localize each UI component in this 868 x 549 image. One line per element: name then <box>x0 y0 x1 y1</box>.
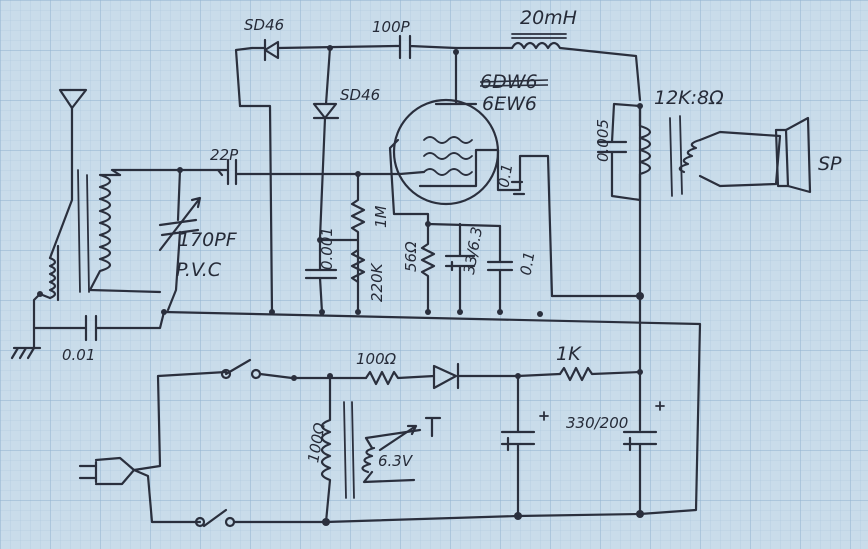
heater-label: 6.3V <box>378 452 414 470</box>
bypass-capacitor <box>486 224 514 314</box>
ground-capacitor <box>32 310 166 342</box>
choke-20mh <box>454 33 642 102</box>
g2-cap-label: 0.1 <box>494 162 516 189</box>
resistor-1k <box>558 366 642 382</box>
input-cap-label: 22P <box>210 146 239 164</box>
choke-label: 20mH <box>520 7 577 29</box>
filter-capacitor-2 <box>622 401 665 516</box>
tube-label: 6EW6 <box>482 93 537 115</box>
vcap-label: 170PF <box>178 229 238 251</box>
heater-pointer-arrow <box>378 424 418 452</box>
filter-cap-label: 330/200 <box>566 414 628 432</box>
power-switch <box>220 358 294 380</box>
ground-bus <box>162 310 702 516</box>
antenna-coil <box>32 244 60 327</box>
diode-top-label: SD46 <box>244 16 284 34</box>
resistor-1m <box>350 172 366 314</box>
cathode-capacitor <box>444 222 476 314</box>
input-capacitor <box>216 158 402 186</box>
r56-label: 56Ω <box>402 241 420 272</box>
diode-top <box>250 38 398 62</box>
wire-left-rail <box>238 104 274 314</box>
r1m-label: 1M <box>372 205 390 228</box>
tuning-coil <box>77 169 162 294</box>
resistor-100 <box>364 370 436 386</box>
filter-capacitor-1 <box>500 374 549 518</box>
vcap-type-label: P.V.C <box>176 259 222 281</box>
bypass-cap-label: 0.1 <box>517 250 539 277</box>
screen-cap-label: 0.001 <box>318 227 336 270</box>
wire-top-left <box>234 46 254 108</box>
resistor-220k <box>350 248 366 284</box>
wire-mains-top <box>132 370 228 472</box>
speaker <box>774 116 812 194</box>
screen-capacitor <box>304 238 338 314</box>
wire-cathode <box>388 138 502 228</box>
wire-mains-bottom <box>132 468 202 524</box>
fuse <box>194 508 328 528</box>
top-cap-label: 100P <box>372 18 411 36</box>
speaker-label: SP <box>818 153 842 175</box>
rectifier-diode <box>432 362 520 390</box>
antenna <box>48 88 88 260</box>
heater-tap <box>424 416 442 438</box>
transformer-label: 12K:8Ω <box>654 87 724 109</box>
output-capacitor <box>596 102 642 202</box>
diode-mid <box>312 46 340 240</box>
tube-old-label: 6DW6 <box>480 71 538 93</box>
wire-tank-top <box>110 168 224 177</box>
ground-cap-label: 0.01 <box>62 346 95 364</box>
diode-mid-label: SD46 <box>340 86 380 104</box>
variable-capacitor <box>158 168 202 312</box>
power-transformer <box>320 374 422 524</box>
r1k-label: 1K <box>556 343 582 365</box>
top-capacitor <box>394 34 458 60</box>
output-cap-label: 0.005 <box>594 119 612 162</box>
output-transformer <box>638 104 782 202</box>
wire-filter-node <box>516 372 562 378</box>
screen-bypass-capacitor <box>496 148 554 298</box>
r220k-label: 220K <box>368 262 386 302</box>
resistor-56 <box>420 222 436 314</box>
r100-label: 100Ω <box>356 350 397 368</box>
